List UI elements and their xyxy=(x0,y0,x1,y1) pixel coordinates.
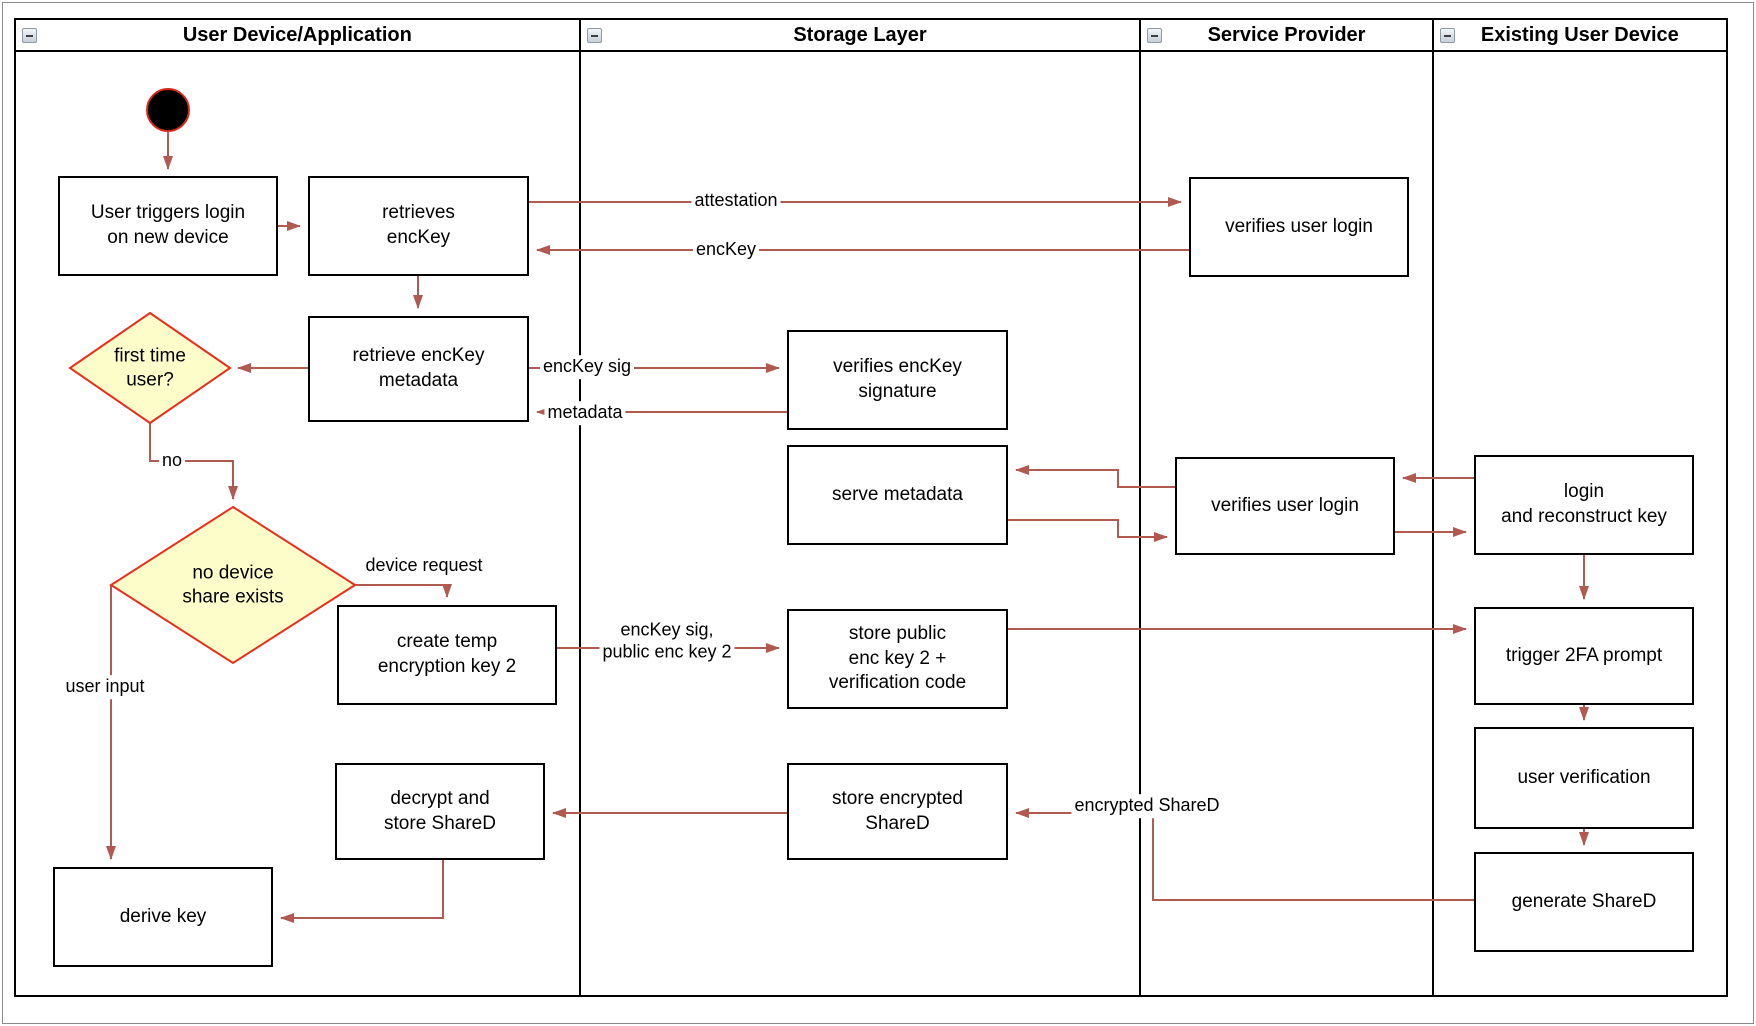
lane-title: Existing User Device xyxy=(1480,23,1679,46)
node-retrieves-enckey[interactable]: retrieves encKey xyxy=(308,176,529,276)
node-verifies-user-login-top[interactable]: verifies user login xyxy=(1189,177,1409,277)
edge-label-enckey-sig: encKey sig xyxy=(539,355,635,379)
edge-label-enckey: encKey xyxy=(692,238,760,262)
lane-title: User Device/Application xyxy=(182,23,412,46)
node-retrieve-enckey-metadata[interactable]: retrieve encKey metadata xyxy=(308,316,529,422)
node-verifies-enckey-signature[interactable]: verifies encKey signature xyxy=(787,330,1008,430)
collapse-minus-icon[interactable] xyxy=(22,28,37,43)
lane-header-user-device[interactable]: User Device/Application xyxy=(16,20,579,52)
decision-no-device-share-shape[interactable] xyxy=(109,505,357,665)
edge-no-branch xyxy=(149,423,238,500)
decision-first-time-user-label: first time user? xyxy=(114,345,186,390)
node-store-encrypted-shared[interactable]: store encrypted ShareD xyxy=(787,763,1008,860)
edge-label-no: no xyxy=(158,449,186,473)
collapse-minus-icon[interactable] xyxy=(1439,28,1455,43)
lane-user-device: User Device/Application xyxy=(16,20,579,995)
decision-no-device-share-label: no device share exists xyxy=(182,562,284,607)
edge-decrypt-to-derive xyxy=(280,860,444,923)
node-user-verification[interactable]: user verification xyxy=(1474,727,1694,829)
node-user-triggers-login[interactable]: User triggers login on new device xyxy=(58,176,278,276)
lane-service-provider: Service Provider xyxy=(1139,20,1432,995)
collapse-minus-icon[interactable] xyxy=(1147,28,1163,43)
node-store-public-key[interactable]: store public enc key 2 + verification co… xyxy=(787,609,1008,709)
edge-login-to-servemetadata xyxy=(1015,465,1175,488)
lane-existing-user-device: Existing User Device xyxy=(1431,20,1726,995)
node-derive-key[interactable]: derive key xyxy=(53,867,273,967)
node-verifies-user-login-mid[interactable]: verifies user login xyxy=(1175,457,1395,555)
node-decrypt-store-shared[interactable]: decrypt and store ShareD xyxy=(335,763,545,860)
edge-device-request xyxy=(355,584,452,598)
swimlane-pool: User Device/Application Storage Layer Se… xyxy=(14,18,1728,997)
node-serve-metadata[interactable]: serve metadata xyxy=(787,445,1008,545)
edge-label-metadata: metadata xyxy=(544,401,626,425)
edge-label-device-request: device request xyxy=(362,554,486,578)
lane-storage-layer: Storage Layer xyxy=(578,20,1140,995)
edge-servemetadata-to-login xyxy=(1008,519,1168,542)
lane-header-storage-layer[interactable]: Storage Layer xyxy=(580,20,1140,52)
start-node[interactable] xyxy=(146,88,190,132)
lane-title: Service Provider xyxy=(1207,23,1366,46)
edge-label-user-input: user input xyxy=(62,675,148,699)
node-generate-shared[interactable]: generate ShareD xyxy=(1474,852,1694,952)
node-trigger-2fa[interactable]: trigger 2FA prompt xyxy=(1474,607,1694,705)
lane-title: Storage Layer xyxy=(793,23,927,46)
lane-header-existing-user-device[interactable]: Existing User Device xyxy=(1433,20,1726,52)
edge-label-attestation: attestation xyxy=(691,189,781,213)
collapse-minus-icon[interactable] xyxy=(586,28,602,43)
node-login-and-reconstruct[interactable]: login and reconstruct key xyxy=(1474,455,1694,555)
node-create-temp-key[interactable]: create temp encryption key 2 xyxy=(337,605,557,705)
decision-first-time-user-shape[interactable] xyxy=(68,311,232,425)
lane-header-service-provider[interactable]: Service Provider xyxy=(1141,20,1432,52)
edge-label-enckey-sig-public: encKey sig, public enc key 2 xyxy=(599,618,735,664)
edge-encrypted-shared xyxy=(1015,808,1474,901)
edge-label-encrypted-shared: encrypted ShareD xyxy=(1071,794,1223,818)
